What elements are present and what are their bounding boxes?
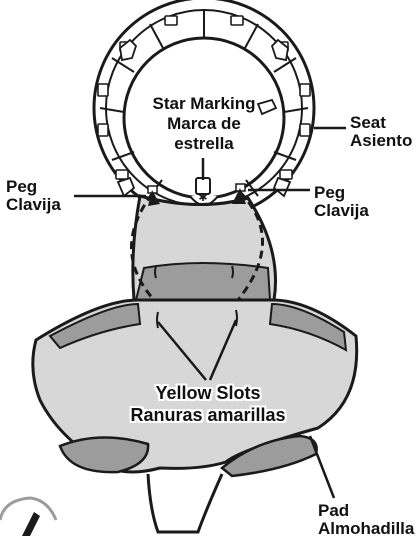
- pad-body: [33, 196, 357, 532]
- yellow-slots-en: Yellow Slots: [118, 382, 298, 404]
- yellow-slots-label: Yellow Slots Ranuras amarillas: [118, 382, 298, 426]
- peg-right-en: Peg: [314, 184, 369, 202]
- star-marking-es-2: estrella: [126, 134, 282, 154]
- cropped-circle: [0, 498, 56, 520]
- pad-en: Pad: [318, 502, 414, 520]
- star-icon: ✱: [198, 191, 207, 204]
- peg-left-label: Peg Clavija: [6, 178, 61, 214]
- peg-left-es: Clavija: [6, 196, 61, 214]
- peg-left-en: Peg: [6, 178, 61, 196]
- pad-es: Almohadilla: [318, 520, 414, 536]
- cropped-circle-mark: [22, 512, 40, 536]
- star-marking-en: Star Marking: [126, 94, 282, 114]
- star-marking-es-1: Marca de: [126, 114, 282, 134]
- yellow-slots-es: Ranuras amarillas: [118, 404, 298, 426]
- peg-right-label: Peg Clavija: [314, 184, 369, 220]
- seat-en: Seat: [350, 114, 412, 132]
- pad-leader: [310, 436, 334, 498]
- star-marking-label: Star Marking Marca de estrella: [126, 94, 282, 154]
- seat-es: Asiento: [350, 132, 412, 150]
- pad-label: Pad Almohadilla: [318, 502, 414, 536]
- seat-label: Seat Asiento: [350, 114, 412, 150]
- peg-right-es: Clavija: [314, 202, 369, 220]
